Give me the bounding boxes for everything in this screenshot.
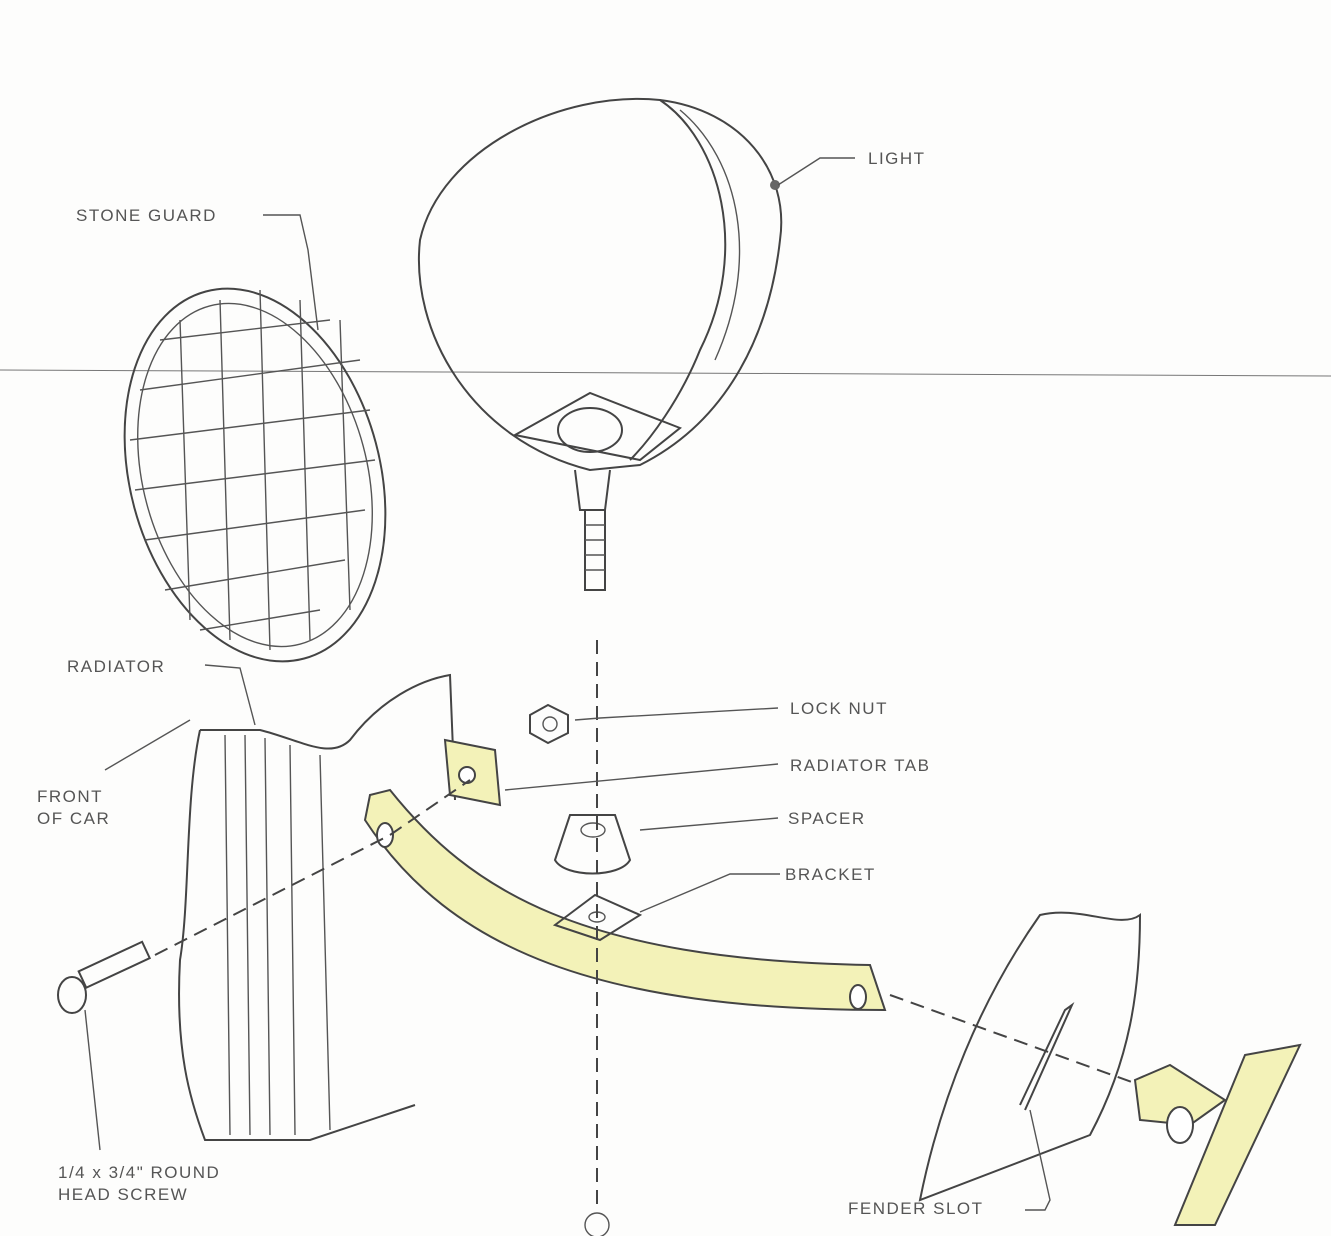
leader-lines <box>84 157 1051 1211</box>
label-screw-2: HEAD SCREW <box>58 1185 189 1204</box>
label-front-of-car-2: OF CAR <box>37 809 111 828</box>
label-front-of-car-1: FRONT <box>37 787 104 806</box>
label-lock-nut: LOCK NUT <box>790 699 888 718</box>
radiator-drawing <box>178 673 456 1141</box>
light-drawing <box>418 97 783 591</box>
label-radiator-tab: RADIATOR TAB <box>790 756 931 775</box>
label-bracket: BRACKET <box>785 865 876 884</box>
label-radiator: RADIATOR <box>67 657 166 676</box>
bracket-drawing <box>363 788 887 1012</box>
label-stone-guard: STONE GUARD <box>76 206 217 225</box>
label-fender-slot: FENDER SLOT <box>848 1199 984 1218</box>
label-screw-1: 1/4 x 3/4" ROUND <box>58 1163 221 1182</box>
screw-drawing <box>57 779 471 1014</box>
fold-line <box>0 369 1331 377</box>
fender-drawing <box>889 911 1302 1226</box>
hardware-drawing <box>443 703 632 875</box>
label-spacer: SPACER <box>788 809 866 828</box>
stone-guard-drawing <box>123 287 387 663</box>
label-light: LIGHT <box>868 149 926 168</box>
